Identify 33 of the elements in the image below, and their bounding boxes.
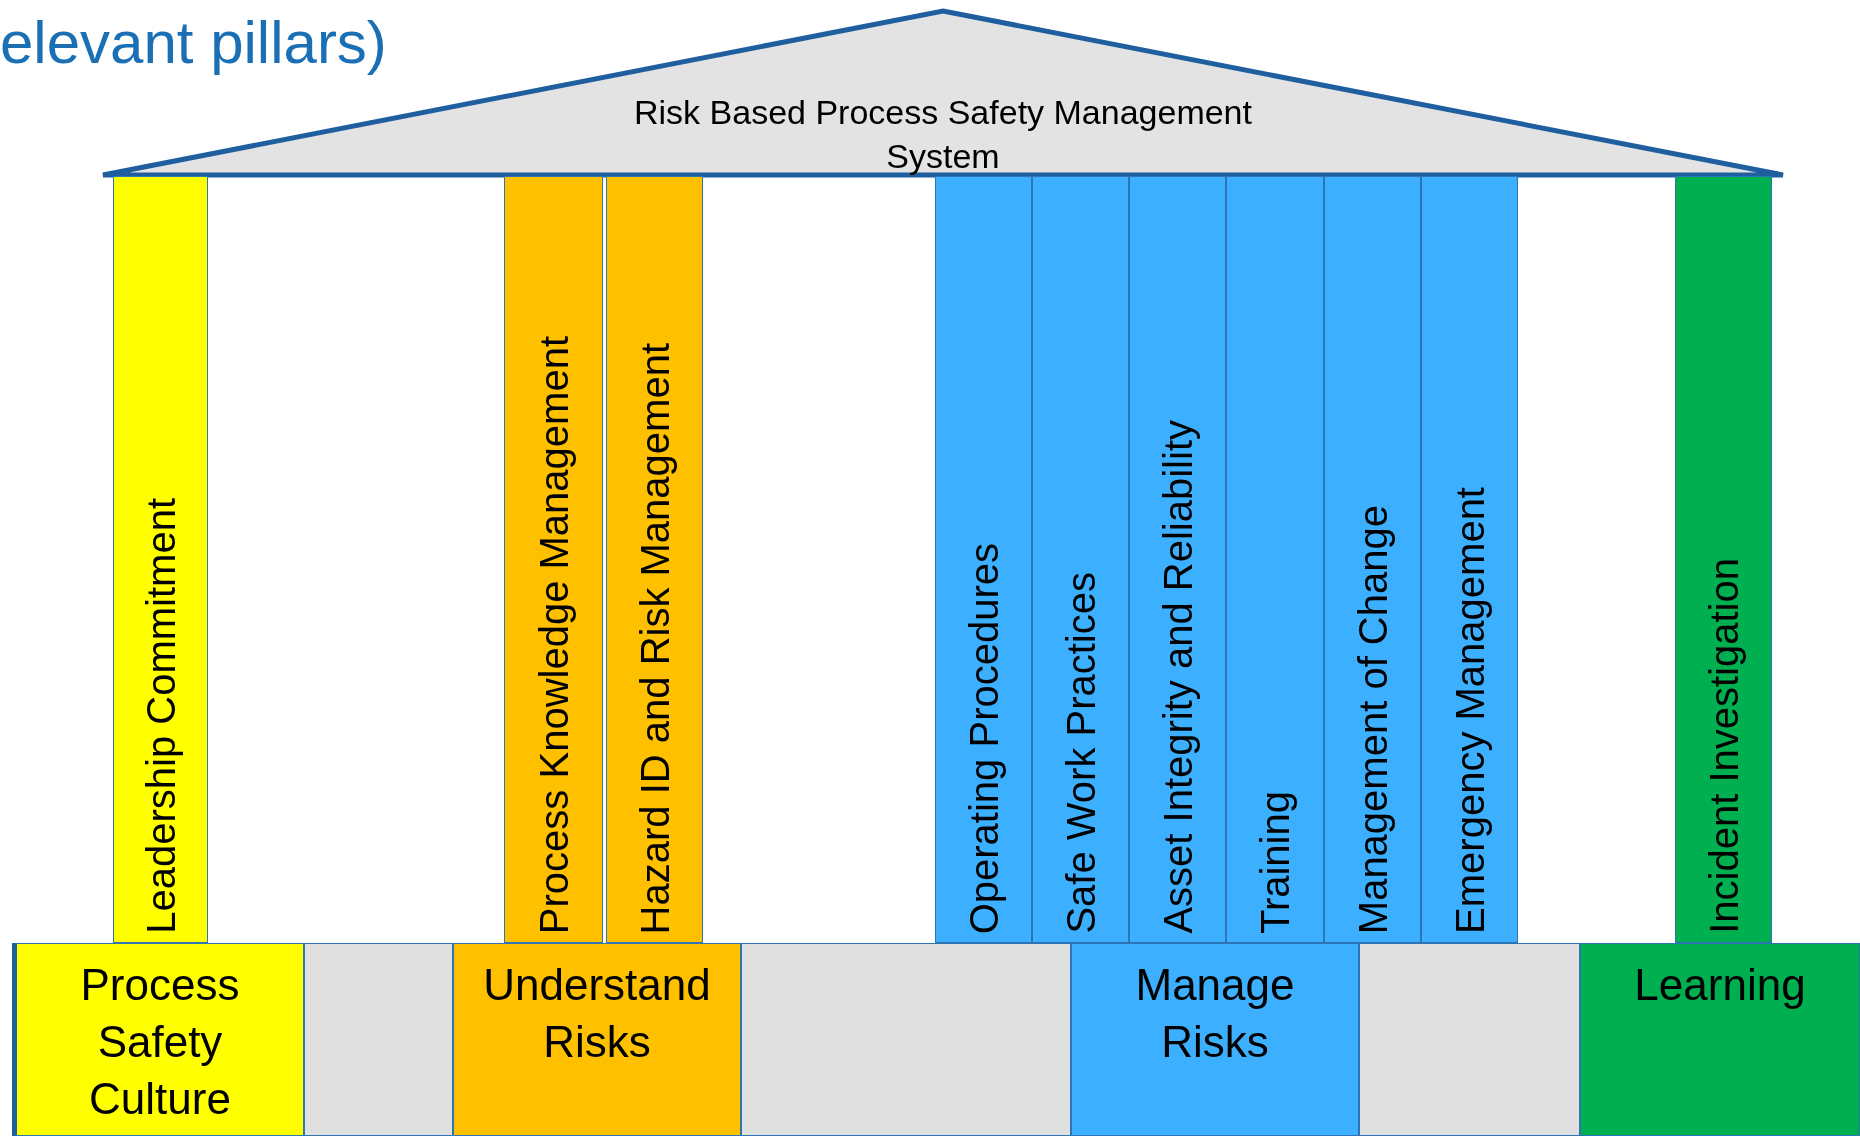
foundation-block <box>453 943 741 1136</box>
pillar-label: Process Knowledge Management <box>531 335 576 934</box>
foundation-label: Manage Risks <box>1134 959 1296 1069</box>
pillar-label: Safe Work Practices <box>1058 572 1103 934</box>
pillar <box>113 176 208 943</box>
pillar <box>606 176 703 943</box>
foundation-label: Process Safety Culture <box>79 959 241 1126</box>
foundation-block <box>1071 943 1359 1136</box>
foundation-gap-block <box>1359 943 1580 1136</box>
page-title: elevant pillars) <box>0 8 387 77</box>
pillar <box>504 176 603 943</box>
pillar-label: Hazard ID and Risk Management <box>632 342 677 934</box>
foundation-gap-block <box>304 943 453 1136</box>
pillar <box>1129 176 1226 943</box>
foundation-gap-block <box>741 943 1071 1136</box>
roof-label: Risk Based Process Safety Management System <box>633 92 1253 178</box>
pillar-label: Management of Change <box>1350 504 1395 934</box>
pillar <box>1226 176 1324 943</box>
foundation-label: Understand Risks <box>482 959 712 1069</box>
pillar-label: Incident Investigation <box>1701 558 1746 934</box>
pillar <box>1324 176 1421 943</box>
foundation-label: Learning <box>1633 959 1807 1011</box>
pillar-label: Training <box>1252 790 1298 934</box>
pillar <box>1421 176 1518 943</box>
foundation-block <box>12 943 304 1136</box>
foundation-block <box>1580 943 1860 1136</box>
pillar <box>1032 176 1129 943</box>
pillar <box>935 176 1032 943</box>
pillar-label: Asset Integrity and Reliability <box>1155 420 1200 934</box>
pillar-label: Emergency Management <box>1447 487 1492 934</box>
pillar-label: Leadership Commitment <box>138 498 183 934</box>
pillar <box>1675 176 1772 943</box>
pillar-label: Operating Procedures <box>961 542 1006 934</box>
